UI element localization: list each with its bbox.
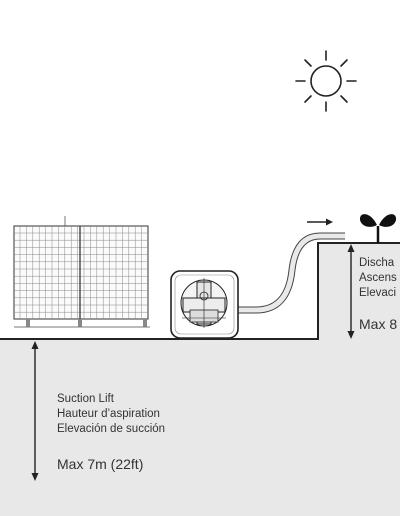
discharge-label-es: Elevaci <box>359 287 396 299</box>
discharge-label-fr: Ascens <box>359 272 397 284</box>
seedling-icon <box>359 214 397 243</box>
suction-max-value: Max 7m (22ft) <box>57 456 143 472</box>
suction-label-en: Suction Lift <box>57 393 115 405</box>
ground-area <box>0 243 400 516</box>
discharge-dimension-arrow <box>347 244 355 339</box>
suction-label-es: Elevación de succión <box>57 423 165 435</box>
arrow-right-icon <box>307 218 333 226</box>
discharge-hose-inner <box>238 233 345 313</box>
pump-icon <box>170 270 239 339</box>
solar-panel-icon <box>13 216 150 328</box>
discharge-label-en: Discha <box>359 257 395 269</box>
sun-icon <box>295 50 357 112</box>
suction-label-fr: Hauteur d’aspiration <box>57 408 160 420</box>
ground-surface-line <box>0 242 400 340</box>
discharge-max-value: Max 8 <box>359 316 397 332</box>
suction-dimension-arrow <box>31 341 39 481</box>
